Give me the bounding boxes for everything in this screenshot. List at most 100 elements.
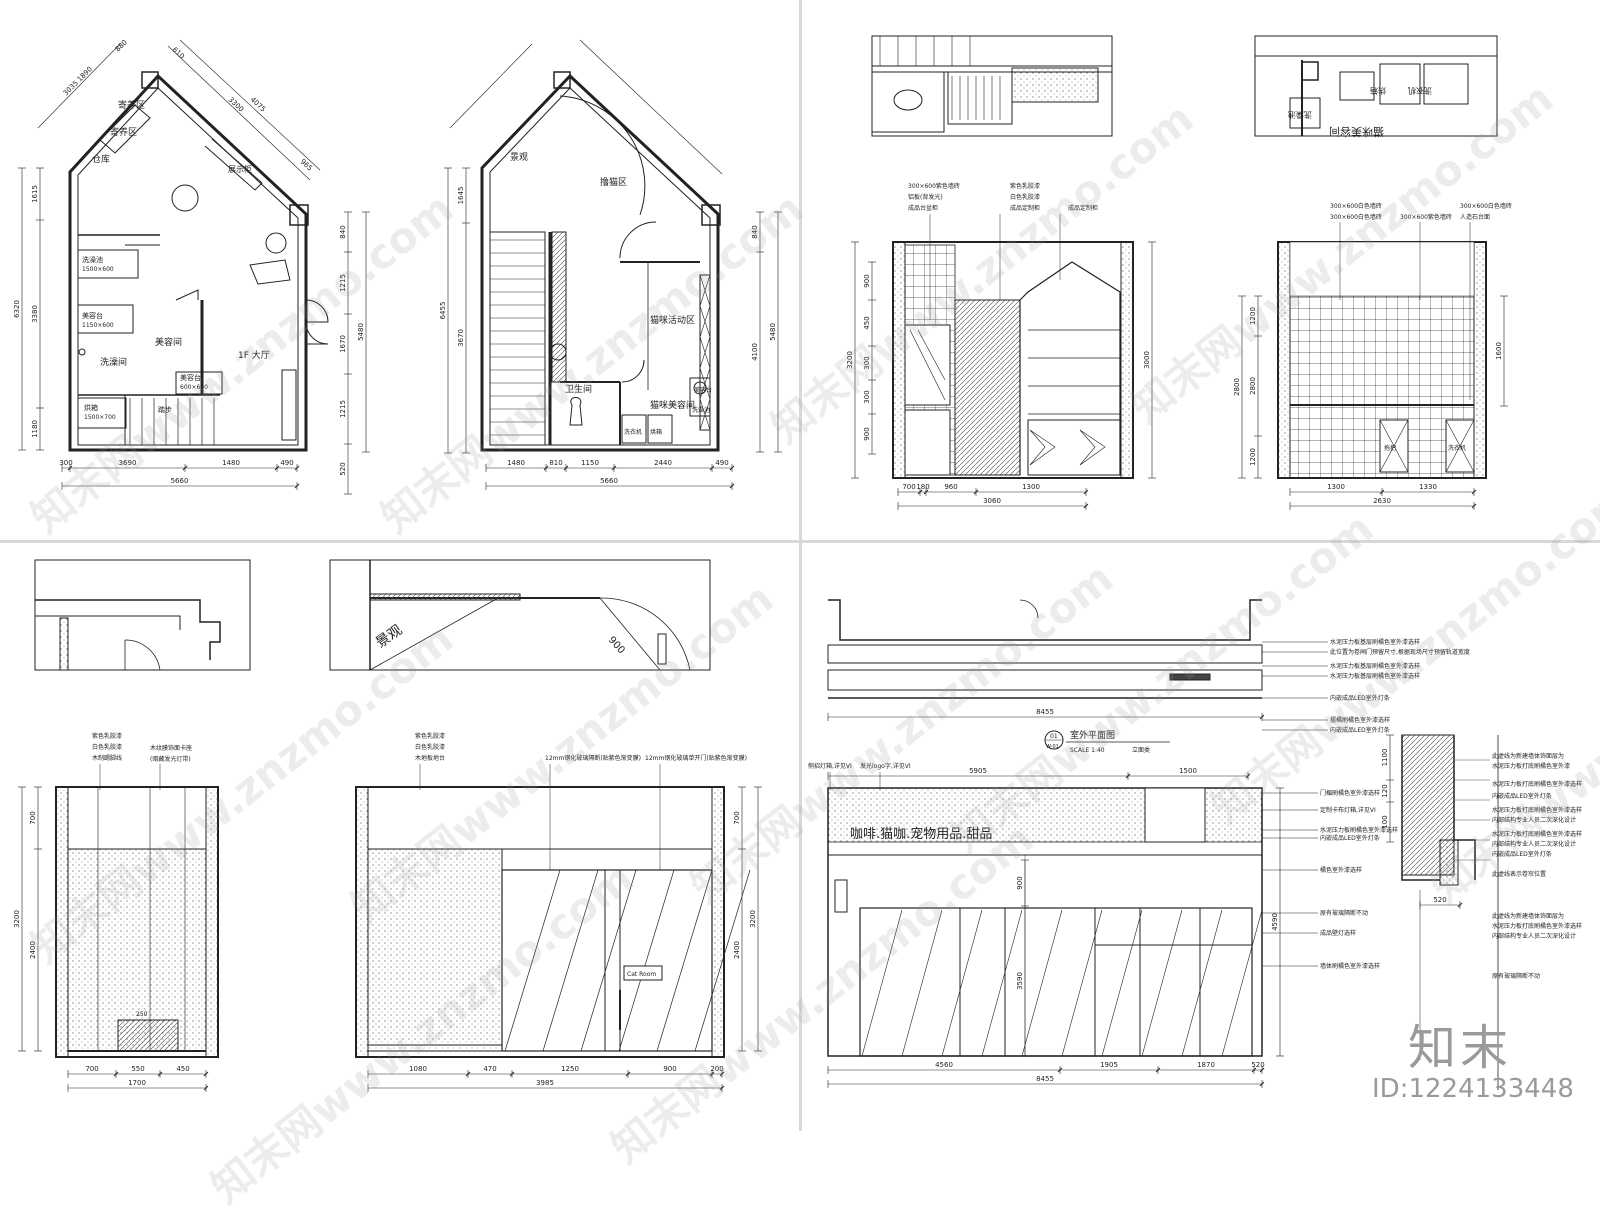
elev-d-glass-hatch: [656, 869, 713, 1052]
elev-a-callout: 铝板(背发光): [908, 193, 943, 201]
plan-b-tub: [1289, 97, 1321, 129]
section-dim-label: 120: [1381, 784, 1389, 797]
elev-a-mirror-glint: [917, 329, 946, 381]
plan-c-dotwall: [59, 617, 69, 671]
facade-glass-hatch: [1021, 909, 1063, 1057]
floor2-arc-door: [559, 95, 646, 216]
facade-plan-callout: 水泥压力板基层刷橘色室外漆选样: [1330, 638, 1420, 646]
floor1-dim-label: 610: [171, 46, 186, 61]
elev-d-dim-bottom-label: 470: [483, 1065, 496, 1073]
floor1-room-label: 展示柜: [228, 164, 252, 174]
facade-plan-callout: 内嵌成品LED室外灯条: [1330, 726, 1390, 734]
floor2-stair: [489, 231, 546, 446]
image-id: ID:1224133448: [1372, 1074, 1574, 1104]
floor1-room-label: 洗澡间: [100, 356, 127, 368]
elev-c-seat-dim: 250: [136, 1011, 148, 1018]
elev-d-callout: 12mm钢化玻璃单开门(贴紫色渐变膜): [645, 754, 747, 762]
facade-dim-bottom-slash: [1057, 1067, 1063, 1073]
facade-dim-bottom-label: 1905: [1100, 1061, 1118, 1069]
floor1-fixture-label: 美容台: [180, 373, 201, 382]
facade-right-callout: 内嵌成品LED室外灯条: [1320, 834, 1380, 842]
floor2-cat-tree-x: [699, 398, 711, 431]
elev-d-dim-bottom-slash: [465, 1071, 471, 1077]
floor1-entry-door2: [305, 321, 329, 345]
facade-right-callout: 原有玻璃隔断不动: [1320, 909, 1368, 917]
elev-b-dim-left-label: 1200: [1249, 307, 1257, 325]
plan-b-label: 洗澡池: [1288, 110, 1312, 120]
floor1-fixture-label: 洗澡池: [82, 255, 103, 264]
plan-d-door-leaf: [599, 597, 661, 671]
elev-d-lower-wall: [367, 848, 503, 1052]
elev-d-dim-bottom-label: 900: [663, 1065, 676, 1073]
brand-logo: 知末: [1408, 1020, 1513, 1076]
facade-plan-dim-slash: [1259, 714, 1265, 720]
plan-c-wall-inner: [35, 615, 181, 630]
facade-dim-top-label: 1500: [1179, 767, 1197, 775]
elev-d-dim-right-label: 700: [733, 811, 741, 824]
plan-b-dryer: [1423, 63, 1469, 105]
elev-b-dim-right-label: 1600: [1495, 342, 1503, 360]
floor1-dim-label: 965: [299, 158, 314, 173]
elev-c-callout: 紫色乳胶漆: [92, 732, 122, 740]
elev-c-dim-left-label: 2400: [29, 941, 37, 959]
floor2-dim-bottom-slash: [611, 465, 617, 471]
floor2-dim-total-label: 5660: [600, 477, 618, 485]
elev-a-dim-bottom-label: 700: [902, 483, 915, 491]
elev-c-wall-right: [205, 786, 219, 1058]
floor1-fixture-dim: 1150×600: [82, 322, 114, 329]
floor1-fixture-dim: 1500×600: [82, 266, 114, 273]
elev-a-wall-right: [1120, 241, 1134, 479]
elev-a-callout: 成品台盆柜: [908, 204, 938, 212]
facade-right-callout: 成品壁灯选样: [1320, 929, 1356, 937]
floor1-fixture-label: 烘箱: [84, 403, 98, 412]
floor2-dim-bottom-label: 490: [715, 459, 728, 467]
plan-d-frame: [329, 559, 711, 671]
elev-c-wall-left: [55, 786, 69, 1058]
elev-a-woodgrain-door: [954, 299, 1021, 476]
facade-plan-callout: 摆橘刷橘色室外漆选样: [1330, 716, 1390, 724]
elev-c-dim-total-slash: [203, 1085, 209, 1091]
facade-title-sheet: W-01: [1046, 744, 1059, 750]
plan-c-frame: [34, 559, 251, 671]
facade-glass-hatch: [1221, 909, 1263, 1057]
elev-a-dim-total-label: 3060: [983, 497, 1001, 505]
facade-plan-callout: 内嵌成品LED室外灯条: [1330, 694, 1390, 702]
floor1-dim-right-label: 1215: [339, 400, 347, 418]
elev-d-wall-left: [355, 786, 369, 1058]
elev-d-dim-total-label: 3985: [536, 1079, 554, 1087]
elev-a-dim-bottom-label: 1300: [1022, 483, 1040, 491]
floor1-drain: [78, 348, 86, 356]
floor1-dim-label: 1890: [76, 65, 94, 83]
elev-a-dim-right-label: 3000: [1143, 351, 1151, 369]
elev-d-callout: 白色乳胶漆: [415, 743, 445, 751]
floor2-cat-tree-x: [699, 274, 711, 307]
elev-d-glass-hatch: [504, 869, 561, 1052]
facade-right-callout: 定制卡布灯箱,详见VI: [1320, 806, 1376, 814]
floor2-dim-bottom-slash: [729, 465, 735, 471]
floor1-fixture-dim: 1500×700: [84, 414, 116, 421]
elev-a-dim-left-label: 300: [863, 356, 871, 369]
section-dim-label: 1100: [1381, 749, 1389, 767]
floor2-dim-left-total-label: 6455: [439, 302, 447, 320]
elev-d-callout: 紫色乳胶漆: [415, 732, 445, 740]
plan-b-column: [1301, 61, 1319, 81]
facade-plan-callout: 水泥压力板基层刷橘色室外漆选样: [1330, 662, 1420, 670]
floor1-counter: [249, 259, 291, 285]
plan-d-door-dim: 900: [606, 635, 627, 657]
elev-d-glass-hatch: [542, 869, 599, 1052]
section-callout: 此虚线为新建墙体饰面层为: [1492, 752, 1564, 760]
floor1-bathtub: [77, 249, 139, 279]
floor1-fixture-label: 美容台: [82, 311, 103, 320]
elev-c-dim-height-label: 3200: [13, 910, 21, 928]
floor1-dim-bottom-label: 490: [280, 459, 293, 467]
section-callout: 原有玻璃隔断不动: [1492, 972, 1540, 980]
facade-dim-mid-label: 3590: [1016, 972, 1024, 990]
facade-plan-callout: 此位置为卷闸门预留尺寸,根据现场尺寸预留轨道宽度: [1330, 648, 1470, 656]
facade-glass-hatch: [941, 909, 983, 1057]
elev-d-sign-text: Cat Room: [627, 971, 656, 978]
facade-dim-height-label: 4590: [1271, 913, 1279, 931]
elev-c-dim-left-label: 700: [29, 811, 37, 824]
floor2-cat-tree-x: [699, 336, 711, 369]
facade-glazing: [859, 907, 1253, 1057]
